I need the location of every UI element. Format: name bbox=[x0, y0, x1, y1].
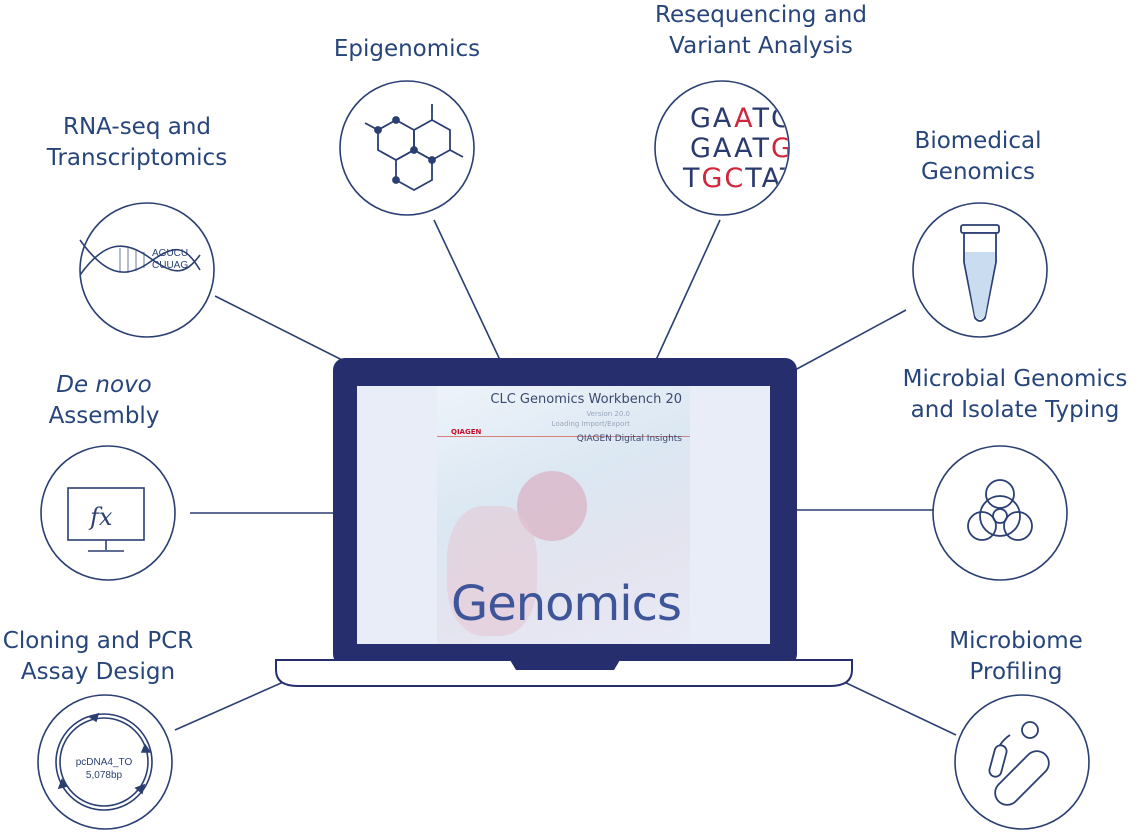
microbial-circle bbox=[932, 445, 1068, 581]
connector-epigenomics bbox=[433, 219, 501, 361]
rna-sequence-bottom: CUUAG bbox=[152, 260, 188, 271]
fx-symbol: fx bbox=[88, 503, 113, 531]
laptop-screen: CLC Genomics Workbench 20 Version 20.0 L… bbox=[357, 386, 770, 644]
microbiome-circle bbox=[954, 694, 1090, 830]
biomed-circle bbox=[912, 202, 1048, 338]
plasmid-size: 5,078bp bbox=[86, 770, 123, 781]
dna-helix-icon bbox=[79, 239, 201, 276]
connector-cloning bbox=[174, 679, 289, 731]
sequence-row: GAATGCTA bbox=[690, 133, 852, 164]
cloning-circle bbox=[37, 694, 173, 830]
reseq-circle bbox=[654, 80, 790, 216]
molecule-icon bbox=[364, 104, 464, 192]
plasmid-icon bbox=[55, 712, 153, 811]
plasmid-name: pcDNA4_TO bbox=[76, 757, 133, 768]
connector-reseq bbox=[655, 219, 721, 361]
test-tube-icon bbox=[960, 224, 1000, 322]
rnaseq-circle bbox=[79, 202, 215, 338]
rna-sequence-top: AGUCU bbox=[152, 248, 188, 259]
denovo-circle bbox=[40, 445, 176, 581]
splash-version: Version 20.0 bbox=[586, 410, 630, 418]
connector-microbiome bbox=[839, 679, 957, 736]
epigenomics-circle bbox=[339, 80, 475, 216]
splash-screen: CLC Genomics Workbench 20 Version 20.0 L… bbox=[437, 386, 690, 644]
monitor-icon bbox=[67, 487, 145, 552]
sequence-row: GAATGCT bbox=[690, 103, 833, 134]
connector-rnaseq bbox=[214, 295, 363, 371]
sequence-row: TGCTATC bbox=[682, 163, 818, 194]
splash-loading: Loading Import/Export bbox=[551, 420, 630, 428]
connector-biomed bbox=[794, 309, 907, 371]
qiagen-logo: QIAGEN bbox=[451, 428, 482, 436]
splash-title: CLC Genomics Workbench 20 bbox=[490, 392, 682, 407]
splash-company: QIAGEN Digital Insights bbox=[576, 434, 682, 444]
splash-big-word: Genomics bbox=[451, 576, 682, 632]
bacteria-icon bbox=[988, 721, 1050, 806]
label-epigenomics: Epigenomics bbox=[333, 36, 481, 62]
biohazard-icon bbox=[967, 479, 1033, 541]
